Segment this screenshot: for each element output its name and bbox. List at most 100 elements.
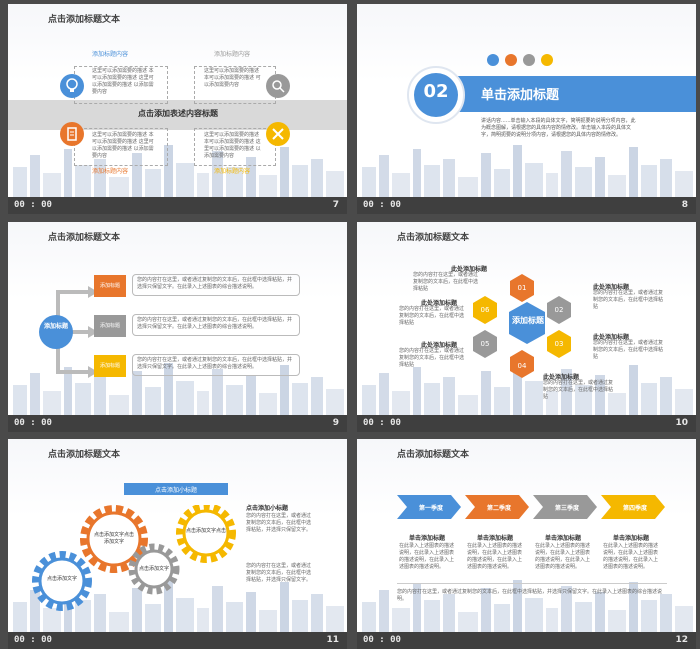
quarter-label: 第二季度	[486, 505, 511, 512]
row-text: 您的内容打在这里，或者通过复制您的文本后，在此框中选择粘贴，并选择只保留文字。在…	[132, 274, 300, 296]
slide-canvas: 点击添加标题文本 添加标题 01 02 03 04 05 06 此处添加标题 您…	[357, 222, 696, 415]
item-text: 这里可以添加需要的描述 本可以添加需要的描述 可以添加需要内容	[204, 68, 261, 88]
city-skyline-background	[362, 145, 693, 197]
label-heading: 此处添加标题	[421, 342, 458, 349]
item-heading: 添加标题内容	[214, 51, 251, 58]
folder-icon	[541, 54, 553, 66]
slide-thumbnail-11[interactable]: 点击添加标题文本 点击添加小标题 点击添加文字 点击添加文字点击添加文字 点击添	[8, 439, 347, 649]
row-label: 添加标题	[99, 363, 120, 369]
hexagon-03	[547, 330, 571, 358]
dashed-box	[74, 128, 168, 166]
quarter-label: 第一季度	[418, 505, 443, 512]
slide-thumbnail-9[interactable]: 点击添加标题文本 添加标题 添加标题 添加标题 添加标题 您的内容打在这里，或者…	[8, 222, 347, 432]
slide-canvas: 点击添加标题文本 点击添加小标题 点击添加文字 点击添加文字点击添加文字 点击添	[8, 439, 347, 632]
column-text: 在此录入上述图表的描述说明，在此录入上述图表的描述说明，在此录入上述图表的描述说…	[603, 543, 659, 570]
lightbulb-icon	[60, 74, 84, 98]
divider	[397, 583, 667, 584]
slide-thumbnail-10[interactable]: 点击添加标题文本 添加标题 01 02 03 04 05 06 此处添加标题 您…	[357, 222, 696, 432]
column-heading: 单击添加标题	[408, 535, 445, 542]
gear-cluster	[32, 505, 236, 611]
item-heading: 添加标题内容	[92, 168, 129, 175]
slide-thumbnail-8[interactable]: 单击添加标题 02 讲话内容......单击输入本段的具体文字，简明扼要的说明分…	[357, 4, 696, 214]
hexagon-number: 06	[480, 306, 490, 314]
slide-number: 7	[332, 200, 339, 210]
gear-text: 点击添加文字	[138, 566, 169, 572]
gear-text: 点击添加文字点击添加文字	[93, 532, 134, 545]
slide-status-bar: 00 : 00 8	[357, 197, 696, 214]
gear-yellow	[176, 505, 236, 563]
center-hexagon	[509, 302, 545, 344]
item-heading: 添加标题内容	[92, 51, 129, 58]
city-skyline-background	[13, 145, 344, 197]
slide-thumbnail-12[interactable]: 点击添加标题文本 第一季度 第二季度 第三季度 第四季度 单击添加标题 单击添加…	[357, 439, 696, 649]
hexagon-02	[547, 296, 571, 324]
slide-timer: 00 : 00	[363, 635, 401, 645]
slide-timer: 00 : 00	[363, 418, 401, 428]
slide-status-bar: 00 : 00 7	[8, 197, 347, 214]
slide-number: 12	[675, 635, 688, 645]
slide-status-bar: 00 : 00 10	[357, 415, 696, 432]
row-label-box	[94, 355, 126, 377]
row-label: 添加标题	[99, 323, 120, 329]
section-number: 02	[423, 81, 449, 102]
slide-thumbnail-7[interactable]: 点击添加标题文本 点击添加表述内容标题 添加标题内容 添加标题内容 添加标题内容…	[8, 4, 347, 214]
slide-canvas: 单击添加标题 02 讲话内容......单击输入本段的具体文字，简明扼要的说明分…	[357, 4, 696, 197]
section-heading: 单击添加标题	[481, 88, 560, 103]
hexagon-number: 02	[554, 306, 564, 314]
slide-title: 点击添加标题文本	[48, 233, 121, 243]
slide-canvas: 点击添加标题文本 点击添加表述内容标题 添加标题内容 添加标题内容 添加标题内容…	[8, 4, 347, 197]
column-text: 在此录入上述图表的描述说明，在此录入上述图表的描述说明，在此录入上述图表的描述说…	[467, 543, 523, 570]
gear-blue	[32, 551, 92, 611]
hexagon-06	[473, 296, 497, 324]
quarter-label: 第三季度	[554, 505, 579, 512]
row-label-box	[94, 315, 126, 337]
slide-title: 点击添加标题文本	[397, 450, 470, 460]
slide-timer: 00 : 00	[14, 200, 52, 210]
column-text: 在此录入上述图表的描述说明，在此录入上述图表的描述说明，在此录入上述图表的描述说…	[535, 543, 591, 570]
label-heading: 此处添加标题	[593, 284, 630, 291]
row-text: 您的内容打在这里，或者通过复制您的文本后，在此框中选择粘贴，并选择只保留文字。在…	[132, 354, 300, 376]
chart-icon	[523, 54, 535, 66]
group-icon	[505, 54, 517, 66]
slide-number: 11	[326, 635, 339, 645]
label-heading: 此处添加标题	[451, 266, 488, 273]
slide-timer: 00 : 00	[363, 200, 401, 210]
quarter-arrows	[397, 495, 665, 519]
slide-status-bar: 00 : 00 11	[8, 632, 347, 649]
slide-title: 点击添加标题文本	[48, 15, 121, 25]
slide-number: 10	[675, 418, 688, 428]
banner-text: 点击添加小标题	[154, 487, 197, 494]
people-icon	[487, 54, 499, 66]
footer-text: 您的内容打在这里，或者通过复制您的文本后，在此框中选择粘贴，并选择只保留文字。在…	[397, 589, 663, 602]
hexagon-01	[510, 274, 534, 302]
hub-circle	[39, 315, 73, 349]
hexagon-number: 01	[517, 284, 527, 292]
row-label: 添加标题	[99, 283, 120, 289]
clipboard-icon	[60, 122, 84, 146]
slide-canvas: 点击添加标题文本 添加标题 添加标题 添加标题 添加标题 您的内容打在这里，或者…	[8, 222, 347, 415]
item-text: 这里可以添加需要的描述 本可以添加需要的描述 这里可以添加需要的描述 以添加需要…	[92, 132, 154, 159]
gear-text: 点击添加文字点击	[186, 528, 227, 534]
item-text: 这里可以添加需要的描述 本可以添加需要的描述 这里可以添加需要的描述 以添加需要…	[204, 132, 261, 159]
column-heading: 单击添加标题	[476, 535, 513, 542]
side-heading: 点击添加小标题	[246, 505, 289, 512]
side-text: 您的内容打在这里，或者通过复制您的文本后，在此框中选择粘贴，并选择只保留文字。	[246, 563, 312, 583]
hexagon-number: 04	[517, 362, 527, 370]
hexagon-04	[510, 350, 534, 378]
label-text: 您的内容打在这里，或者通过复制您的文本后，在此框中选择粘贴	[413, 272, 479, 292]
row-label-box	[94, 275, 126, 297]
slide-title: 点击添加标题文本	[48, 450, 121, 460]
gear-text: 点击添加文字	[46, 576, 77, 582]
tools-icon	[266, 122, 290, 146]
hub-label: 添加标题	[43, 323, 68, 330]
dashed-box	[194, 128, 276, 166]
gear-orange	[80, 505, 148, 573]
item-text: 这里可以添加需要的描述 本可以添加需要的描述 这里可以添加需要的描述 以添加需要…	[92, 68, 154, 95]
column-text: 在此录入上述图表的描述说明，在此录入上述图表的描述说明，在此录入上述图表的描述说…	[399, 543, 455, 570]
label-text: 您的内容打在这里，或者通过复制您的文本后，在此框中选择粘贴	[399, 306, 465, 326]
slide-number: 8	[681, 200, 688, 210]
slide-number: 9	[332, 418, 339, 428]
title-band	[453, 76, 696, 112]
column-heading: 单击添加标题	[544, 535, 581, 542]
band-title: 点击添加表述内容标题	[138, 109, 218, 118]
